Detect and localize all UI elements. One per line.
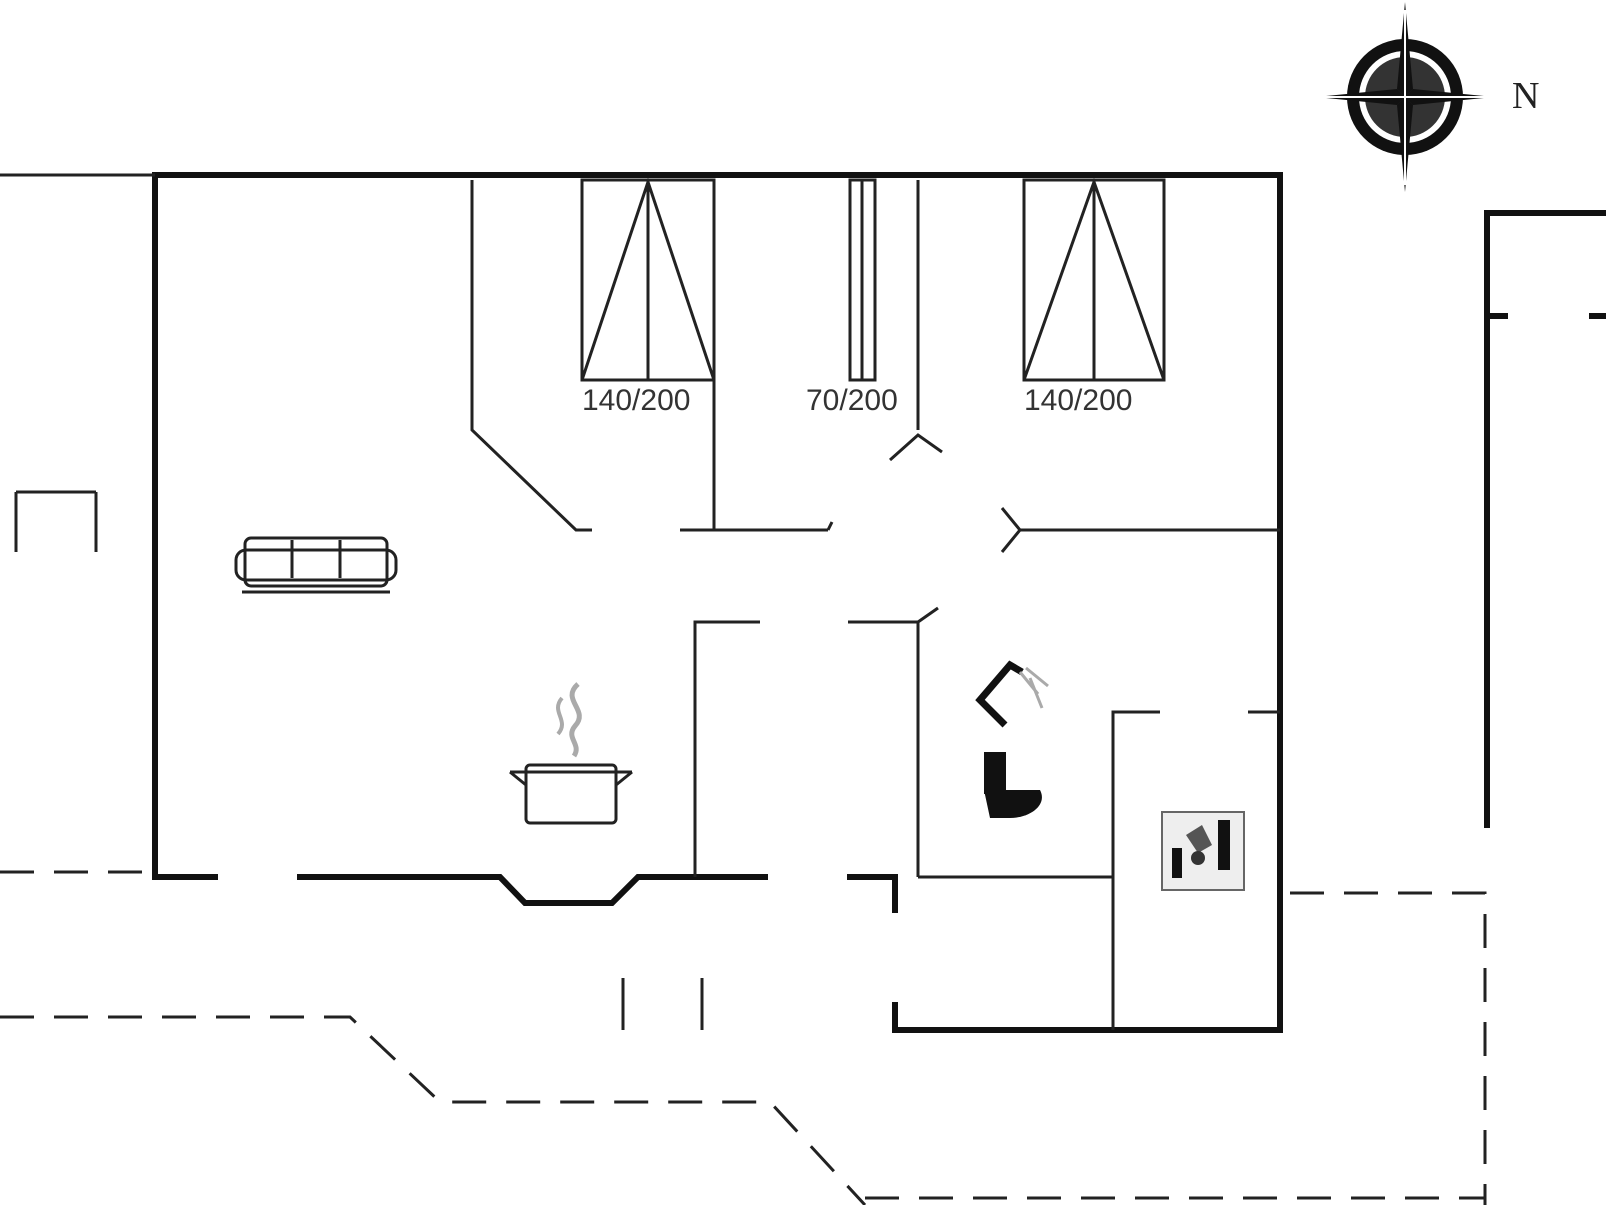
north-label: N <box>1512 75 1539 117</box>
sofa-icon <box>234 536 398 594</box>
bed-size-label: 140/200 <box>1024 384 1132 417</box>
bed-140-left: 140/200 <box>580 177 716 417</box>
utility-room-icon <box>1161 811 1245 891</box>
cooking-pot-icon <box>509 682 633 825</box>
toilet-icon <box>984 752 1042 818</box>
bed-size-label: 70/200 <box>806 384 898 417</box>
shower-icon <box>975 660 1049 728</box>
compass-rose-icon: N <box>1316 2 1539 192</box>
bed-140-right: 140/200 <box>1022 177 1166 417</box>
bed-size-label: 140/200 <box>582 384 690 417</box>
terrace-outline <box>0 870 1487 1205</box>
exterior-walls <box>0 172 1606 1033</box>
bed-70-middle: 70/200 <box>806 178 898 417</box>
